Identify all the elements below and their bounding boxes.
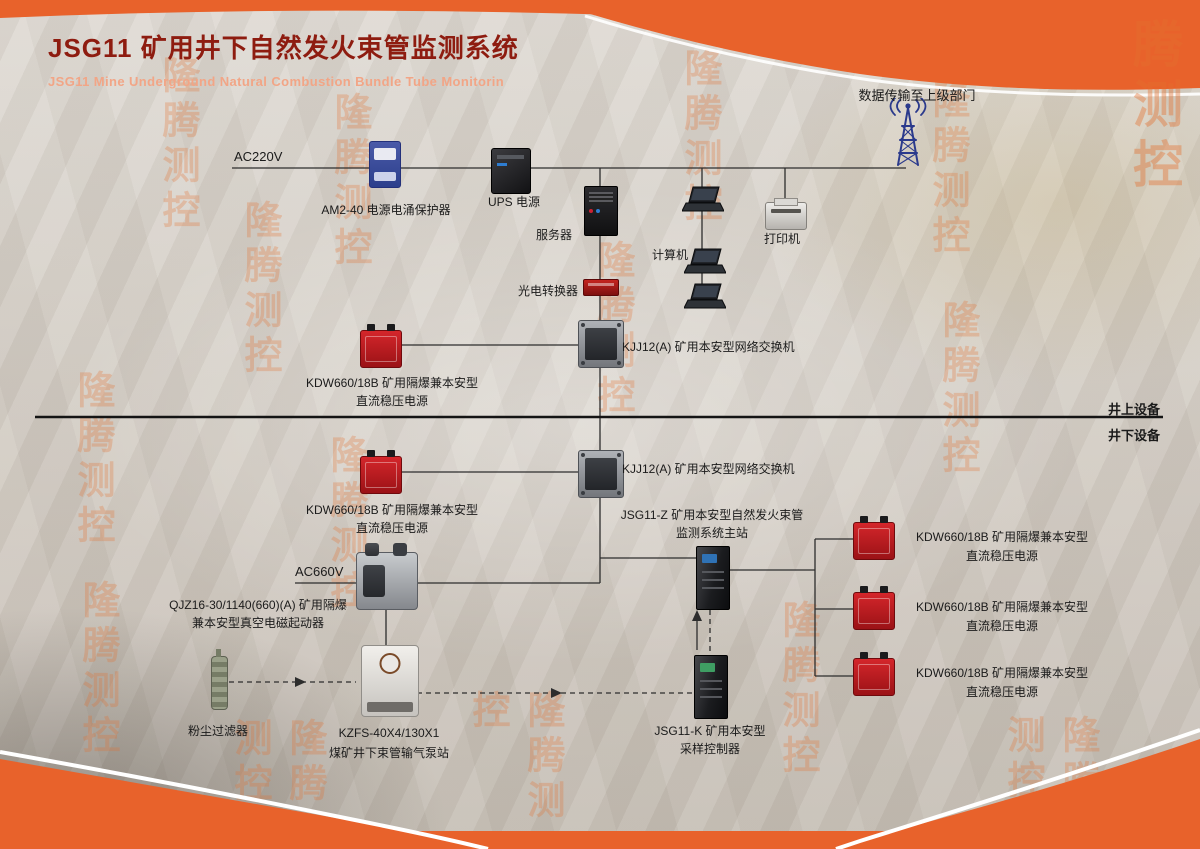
switch-surface-label: KJJ12(A) 矿用本安型网络交换机 xyxy=(622,340,795,354)
dust-filter-device xyxy=(211,649,228,710)
server-label: 服务器 xyxy=(536,228,573,242)
main-station-label-1: JSG11-Z 矿用本安型自然发火束管 xyxy=(620,508,804,522)
optical-converter-label: 光电转换器 xyxy=(517,284,578,298)
kdw-surface-label-2: 直流稳压电源 xyxy=(355,394,429,408)
pump-label-2: 煤矿井下束管输气泵站 xyxy=(328,746,450,760)
dc-power-right2-device xyxy=(853,586,895,630)
kdw-right1-label-1: KDW660/18B 矿用隔爆兼本安型 xyxy=(915,530,1089,544)
main-station-label-2: 监测系统主站 xyxy=(675,526,749,540)
surge-protector-device xyxy=(369,141,401,188)
kdw-surface-label-1: KDW660/18B 矿用隔爆兼本安型 xyxy=(305,376,479,390)
kdw-right3-label-2: 直流稳压电源 xyxy=(965,685,1039,699)
kdw-right3-label-1: KDW660/18B 矿用隔爆兼本安型 xyxy=(915,666,1089,680)
dc-power-underground-device xyxy=(360,450,402,494)
ac220v-label: AC220V xyxy=(234,149,283,164)
sampler-label-1: JSG11-K 矿用本安型 xyxy=(654,724,766,738)
switch-underground-label: KJJ12(A) 矿用本安型网络交换机 xyxy=(622,462,795,476)
kdw-right2-label-1: KDW660/18B 矿用隔爆兼本安型 xyxy=(915,600,1089,614)
pump-label-1: KZFS-40X4/130X1 xyxy=(338,726,440,740)
kdw-right1-label-2: 直流稳压电源 xyxy=(965,549,1039,563)
sampler-label-2: 采样控制器 xyxy=(679,742,741,756)
pump-station-device xyxy=(361,645,419,717)
dc-power-right3-device xyxy=(853,652,895,696)
antenna-icon xyxy=(889,98,927,166)
surge-protector-label: AM2-40 电源电涌保护器 xyxy=(321,203,451,217)
dc-power-right1-device xyxy=(853,516,895,560)
magnetic-starter-device xyxy=(356,543,418,610)
page-subtitle: JSG11 Mine Underground Natural Combustio… xyxy=(48,74,505,89)
printer-label: 打印机 xyxy=(764,232,801,246)
sampling-controller-device xyxy=(694,655,728,719)
optical-converter-device xyxy=(583,279,619,296)
page-title: JSG11 矿用井下自然发火束管监测系统 xyxy=(48,33,519,63)
dc-power-surface-device xyxy=(360,324,402,368)
ups-device xyxy=(491,148,531,194)
server-device xyxy=(584,186,618,236)
ac660v-label: AC660V xyxy=(295,564,344,579)
starter-label-1: QJZ16-30/1140(660)(A) 矿用隔爆 xyxy=(169,598,347,612)
main-station-device xyxy=(696,546,730,610)
computer-label: 计算机 xyxy=(652,248,689,262)
network-switch-surface-device xyxy=(578,320,624,368)
laptop-icon xyxy=(684,283,726,309)
surface-section-label: 井上设备 xyxy=(1107,402,1160,417)
uplink-label: 数据传输至上级部门 xyxy=(858,88,976,103)
kdw-underground-label-2: 直流稳压电源 xyxy=(355,521,429,535)
kdw-underground-label-1: KDW660/18B 矿用隔爆兼本安型 xyxy=(305,503,479,517)
laptop-icon xyxy=(682,186,724,212)
ups-label: UPS 电源 xyxy=(488,195,541,209)
kdw-right2-label-2: 直流稳压电源 xyxy=(965,619,1039,633)
underground-section-label: 井下设备 xyxy=(1107,428,1160,443)
dust-filter-label: 粉尘过滤器 xyxy=(187,724,249,738)
printer-device xyxy=(765,198,807,230)
starter-label-2: 兼本安型真空电磁起动器 xyxy=(191,616,325,630)
network-switch-underground-device xyxy=(578,450,624,498)
laptop-icon xyxy=(684,248,726,274)
